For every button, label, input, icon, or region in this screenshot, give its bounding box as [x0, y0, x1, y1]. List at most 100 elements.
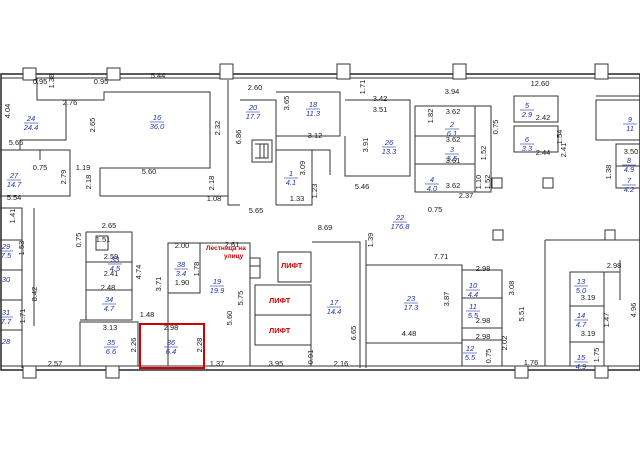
- room-area: 6.1: [447, 129, 457, 138]
- dimension-label: 3.95: [269, 359, 284, 368]
- stair-label-line2: улицу: [224, 253, 244, 260]
- dimension-label: 1.37: [210, 359, 225, 368]
- dimension-label: 2.16: [334, 359, 349, 368]
- dimension-label: 3.62: [446, 135, 461, 144]
- room-31: 317.7: [0, 308, 13, 326]
- room-number: 35: [107, 338, 116, 347]
- dimension-label: 1.71: [358, 80, 367, 95]
- room-number: 16: [153, 113, 162, 122]
- dimension-label: 3.51: [373, 105, 388, 114]
- room-area: 3.4: [176, 269, 186, 278]
- dimension-label: 1.76: [524, 358, 539, 367]
- room-3: 35.5: [445, 145, 459, 163]
- dimension-label: 2.42: [536, 113, 551, 122]
- dimension-label: 2.65: [88, 118, 97, 133]
- dimension-label: 5.46: [355, 182, 370, 191]
- dimension-label: 0.75: [484, 349, 493, 364]
- room-area: 24.4: [23, 123, 39, 132]
- dimension-label: 1.54: [555, 130, 564, 145]
- room-number: 1: [289, 169, 293, 178]
- room-labels: 1636.02017.71811.32424.42714.714.12613.3…: [0, 100, 637, 371]
- room-35: 356.6: [104, 338, 118, 356]
- dimension-label: 2.41: [559, 143, 568, 158]
- room-area: 17.7: [246, 112, 261, 121]
- room-area: 4.2: [624, 185, 635, 194]
- room-number: 6: [525, 135, 530, 144]
- dimension-label: 2.59: [104, 252, 119, 261]
- room-number: 19: [213, 277, 222, 286]
- dimension-label: 8.42: [30, 287, 39, 302]
- dimension-label: 3.12: [308, 131, 323, 140]
- room-15: 154.9: [574, 353, 588, 371]
- room-number: 34: [105, 295, 113, 304]
- dimension-label: 1.39: [366, 233, 375, 248]
- dimension-label: 2.37: [459, 191, 474, 200]
- dimension-label: 1.51: [96, 235, 111, 244]
- dimension-label: 1.82: [426, 109, 435, 124]
- dimension-label: 0.95: [94, 77, 109, 86]
- room-area: 11.3: [306, 109, 321, 118]
- room-number: 20: [248, 103, 258, 112]
- dimension-label: 2.28: [195, 338, 204, 353]
- room-6: 63.3: [520, 135, 534, 153]
- dimension-label: 2.65: [102, 221, 117, 230]
- dimension-label: 2.18: [84, 175, 93, 190]
- dimension-label: 3.94: [445, 87, 460, 96]
- room-number: 2: [449, 120, 455, 129]
- dimension-label: 2.98: [476, 264, 491, 273]
- room-number: 23: [406, 294, 416, 303]
- dimension-label: 3.09: [298, 161, 307, 176]
- room-7: 74.2: [622, 176, 636, 194]
- room-number: 17: [330, 298, 339, 307]
- room-area: 13.3: [382, 147, 397, 156]
- dimension-label: 1.38: [604, 165, 613, 180]
- dimension-label: 0.75: [428, 205, 443, 214]
- room-area: 19.9: [210, 286, 225, 295]
- room-area: 4.4: [468, 290, 478, 299]
- dimension-label: 2.00: [175, 241, 190, 250]
- room-33: 334.5: [108, 255, 122, 273]
- dimension-label: 7.71: [434, 252, 449, 261]
- dimension-label: 6.86: [234, 130, 243, 145]
- dimension-label: 2.61: [225, 240, 240, 249]
- highlighted-room-36: [139, 323, 205, 369]
- room-area: 5.5: [468, 311, 479, 320]
- room-number: 12: [466, 344, 475, 353]
- dimension-label: 1.78: [192, 262, 201, 277]
- dimension-label: 3.87: [442, 292, 451, 307]
- dimension-label: 0.91: [306, 350, 315, 365]
- dimension-label: 0.95: [33, 77, 48, 86]
- dimension-label: 1.90: [175, 278, 190, 287]
- room-number: 27: [9, 171, 19, 180]
- dimension-label: 3.62: [446, 107, 461, 116]
- dimension-label: 0.75: [33, 163, 48, 172]
- room-area: 7.7: [1, 317, 12, 326]
- room-area: 14.7: [7, 180, 22, 189]
- room-number: 14: [577, 311, 585, 320]
- dimension-label: 1.23: [310, 184, 319, 199]
- room-11: 115.5: [466, 302, 480, 320]
- room-area: 176.8: [391, 222, 411, 231]
- room-area: 4.9: [576, 362, 587, 371]
- room-number: 26: [384, 138, 394, 147]
- dimension-label: 2.48: [101, 283, 116, 292]
- dimension-label: 2.18: [207, 176, 216, 191]
- room-1: 14.1: [284, 169, 298, 187]
- room-number: 10: [469, 281, 478, 290]
- room-area: 2.9: [521, 110, 533, 119]
- dimension-label: 3.62: [446, 181, 461, 190]
- room-number: 18: [309, 100, 318, 109]
- dimension-label: 4.74: [134, 265, 143, 280]
- dimension-label: 4.96: [629, 303, 638, 318]
- room-area: 4.7: [576, 320, 587, 329]
- dimension-label: 2.57: [48, 359, 63, 368]
- dimension-label: 2.98: [476, 332, 491, 341]
- dimension-label: 3.42: [373, 94, 388, 103]
- dimension-label: 3.08: [507, 281, 516, 296]
- room-area: 5.5: [465, 353, 476, 362]
- room-area: 5.0: [576, 286, 587, 295]
